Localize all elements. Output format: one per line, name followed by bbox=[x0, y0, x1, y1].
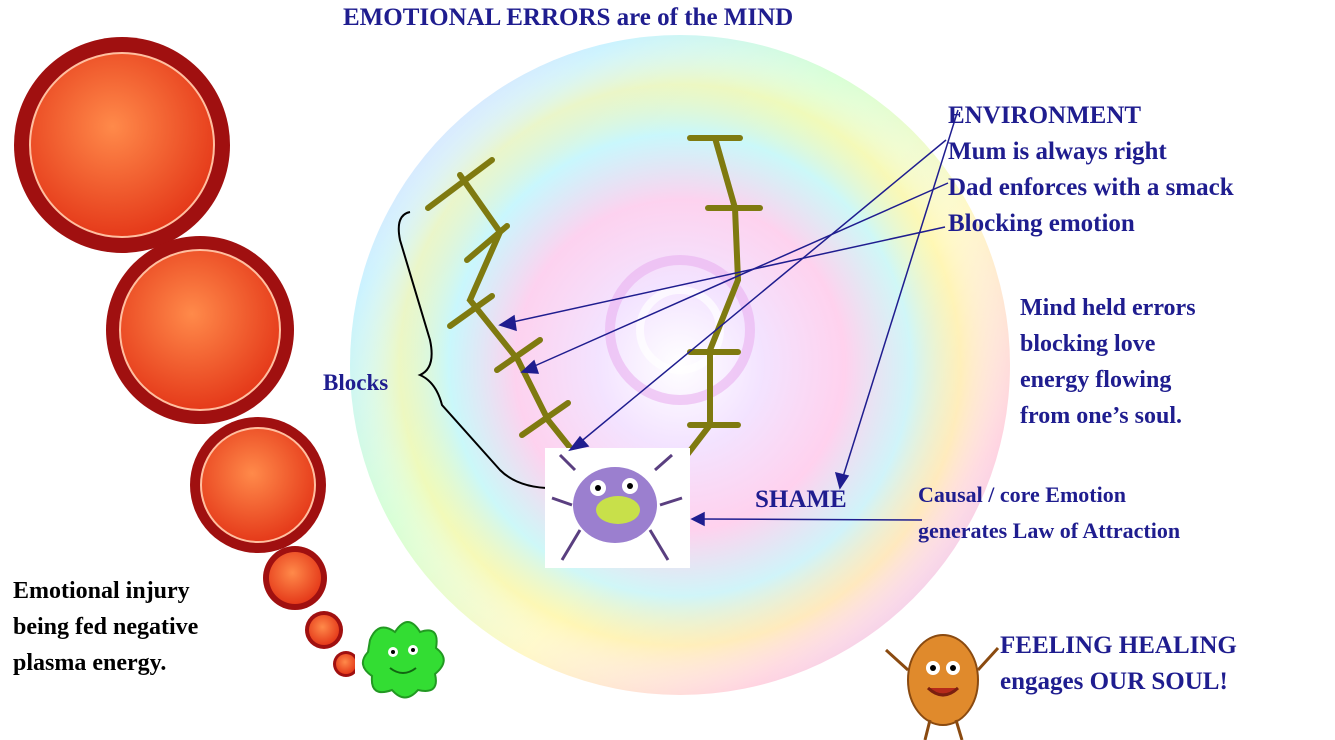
healing-line: FEELING HEALING bbox=[1000, 632, 1237, 659]
injury-line: Emotional injury bbox=[13, 578, 190, 604]
blocks-brace bbox=[397, 211, 561, 490]
mind-held-line: from one’s soul. bbox=[1020, 403, 1182, 429]
causal-line: generates Law of Attraction bbox=[918, 518, 1181, 543]
healing-line: engages OUR SOUL! bbox=[1000, 668, 1228, 695]
green-blob-icon bbox=[355, 615, 450, 703]
blocks-label: Blocks bbox=[323, 370, 389, 395]
ladder-icon bbox=[425, 135, 763, 493]
happy-character-icon bbox=[884, 634, 1000, 740]
mind-held-line: energy flowing bbox=[1020, 367, 1172, 393]
environment-item: Blocking emotion bbox=[948, 210, 1135, 237]
connector-arrows bbox=[498, 109, 959, 527]
environment-item: Dad enforces with a smack bbox=[948, 174, 1234, 201]
thought-bubble-icon bbox=[14, 37, 359, 677]
page-title: EMOTIONAL ERRORS are of the MIND bbox=[343, 4, 794, 31]
purple-monster-icon bbox=[545, 448, 690, 568]
injury-line: plasma energy. bbox=[13, 650, 167, 676]
mind-held-line: blocking love bbox=[1020, 331, 1156, 357]
environment-heading: ENVIRONMENT bbox=[948, 102, 1142, 129]
rainbow-swirl-background bbox=[350, 35, 1010, 695]
injury-line: being fed negative bbox=[13, 614, 199, 640]
causal-line: Causal / core Emotion bbox=[918, 482, 1126, 507]
mind-held-line: Mind held errors bbox=[1020, 295, 1196, 321]
shame-label: SHAME bbox=[755, 486, 847, 513]
environment-item: Mum is always right bbox=[948, 138, 1167, 165]
